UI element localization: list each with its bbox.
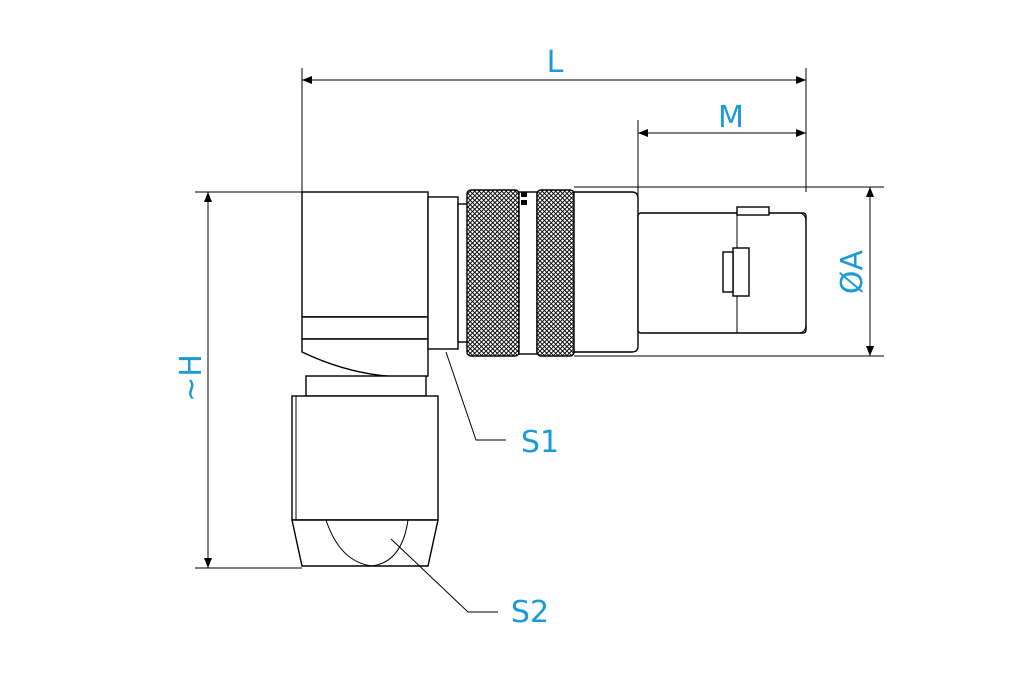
callout-s1: S1 [445,351,559,460]
label-s2: S2 [511,595,549,630]
callout-s2: S2 [390,538,549,630]
latch-top [736,206,770,216]
front-insert [637,212,807,334]
label-h: ~H [174,354,209,402]
label-m: M [718,100,744,135]
latch-tab [722,251,734,293]
neck [305,375,427,397]
knurl-gap [518,191,538,355]
knurl-band-1 [466,189,520,357]
connector-body [291,189,807,567]
index-mark-2 [521,200,527,205]
cable-sleeve [291,395,439,521]
leader-line-s2 [390,538,498,613]
label-diameter-a: ØA [835,249,870,294]
label-l: L [547,45,564,80]
dimension-m: M [637,100,806,200]
dimension-diameter-a: ØA [574,186,884,357]
collar [427,196,459,350]
dimension-h: ~H [174,191,302,569]
latch-window [732,247,750,297]
index-mark-1 [521,192,527,197]
knurl-band-2 [536,189,575,357]
housing-flat [301,316,429,340]
leader-line-s1 [445,351,506,441]
elbow-housing [301,191,429,318]
insert-front-curve [797,212,807,334]
cable-sleeve-taper [291,519,439,567]
label-s1: S1 [521,425,559,460]
housing-curve [301,338,429,378]
cable-sleeve-arc [325,519,409,567]
dimension-l: L [301,45,807,192]
coupling-nut [573,191,639,353]
